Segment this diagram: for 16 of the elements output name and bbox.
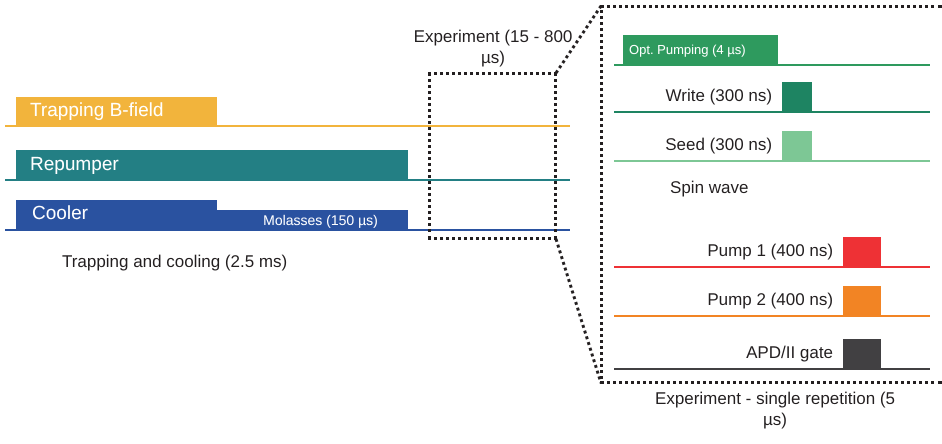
pulse-label: Cooler (32, 203, 88, 225)
pulse-label: Molasses (150 µs) (262, 212, 379, 228)
projection-line (554, 5, 602, 74)
signal-pulse: Trapping B-field (16, 97, 217, 126)
frame-caption: Experiment - single repetition (5 µs) (654, 388, 896, 430)
projection-line (554, 238, 602, 384)
frame-caption: Experiment (15 - 800 µs) (412, 26, 574, 68)
pulse-label: Write (300 ns) (666, 86, 772, 106)
signal-pulse: Opt. Pumping (4 µs) (623, 35, 778, 65)
signal-pulse: Repumper (16, 150, 408, 180)
pulse-label: APD/II gate (746, 343, 833, 363)
note-text: Spin wave (670, 178, 748, 198)
pulse-label: Pump 1 (400 ns) (707, 241, 833, 261)
pulse-label: Pump 2 (400 ns) (707, 290, 833, 310)
pulse-label: Seed (300 ns) (665, 135, 772, 155)
note-text: Trapping and cooling (2.5 ms) (62, 252, 288, 272)
